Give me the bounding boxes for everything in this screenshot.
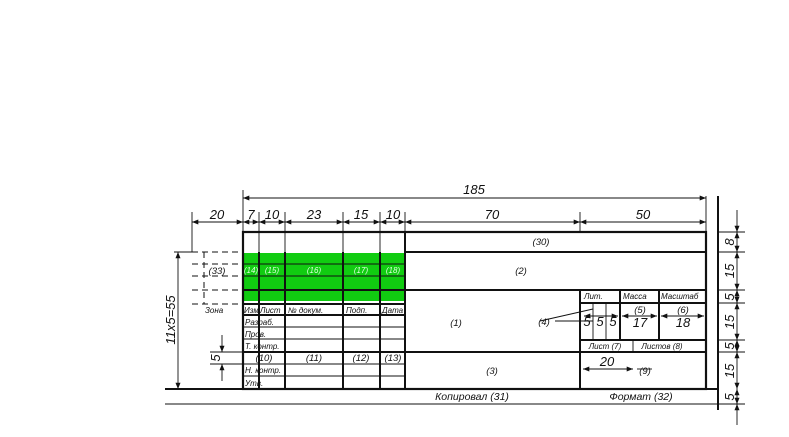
label-5: (5) xyxy=(634,305,646,316)
label-podp: Подп. xyxy=(346,306,367,315)
num-17: 17 xyxy=(633,315,648,330)
label-30: (30) xyxy=(533,237,550,248)
label-6: (6) xyxy=(677,305,689,316)
label-33: (33) xyxy=(209,266,226,277)
dim-r5a: 5 xyxy=(722,293,737,301)
label-1: (1) xyxy=(450,318,462,329)
dim-50: 50 xyxy=(636,207,651,222)
dashed-lines xyxy=(192,231,706,305)
label-massa: Масса xyxy=(623,292,647,301)
label-masshtab: Масштаб xyxy=(661,292,699,301)
dim-total: 185 xyxy=(463,182,485,197)
num-18: 18 xyxy=(676,315,691,330)
dim-7: 7 xyxy=(247,207,255,222)
dim-r15a: 15 xyxy=(722,263,737,278)
dim-70: 70 xyxy=(485,207,500,222)
right-dimensions: 8 15 5 15 5 15 5 xyxy=(722,238,737,401)
cell-labels: (30) (2) (33) (1) (4) (3) Лит. Масса Мас… xyxy=(205,237,699,403)
label-2: (2) xyxy=(515,266,527,277)
dim-left-5: 5 xyxy=(208,354,223,362)
dim-r5b: 5 xyxy=(722,342,737,350)
label-12: (12) xyxy=(353,353,370,364)
dim-left-total: 11x5=55 xyxy=(163,295,178,345)
label-lit: Лит. xyxy=(583,292,603,301)
thick-grid xyxy=(243,232,706,389)
label-9: (9) xyxy=(639,366,651,377)
label-16: (16) xyxy=(307,266,322,275)
label-kopiroval: Копировал (31) xyxy=(435,391,509,403)
sheet-border-thin xyxy=(165,196,745,405)
dim-r15b: 15 xyxy=(722,314,737,329)
label-nkontr: Н. контр. xyxy=(245,366,281,375)
dim-15: 15 xyxy=(354,207,369,222)
label-utv: Утв. xyxy=(244,379,263,388)
num-5b: 5 xyxy=(596,314,604,329)
label-ndoc: № докум. xyxy=(288,306,323,315)
dim-23: 23 xyxy=(306,207,322,222)
label-tkontr: Т. контр. xyxy=(245,342,280,351)
label-format: Формат (32) xyxy=(609,391,672,403)
label-15: (15) xyxy=(265,266,280,275)
label-18: (18) xyxy=(386,266,401,275)
num-5c: 5 xyxy=(609,314,617,329)
thin-grid xyxy=(243,263,634,377)
label-13: (13) xyxy=(385,353,402,364)
label-zona: Зона xyxy=(205,306,224,315)
top-dimensions: 185 20 7 10 23 15 10 70 50 xyxy=(209,182,651,222)
dim-r15c: 15 xyxy=(722,363,737,378)
green-cells xyxy=(243,253,405,301)
label-prov: Пров. xyxy=(245,330,266,339)
label-razrab: Разраб. xyxy=(245,318,274,327)
left-dimensions: 11x5=55 5 xyxy=(163,295,223,362)
label-10: (10) xyxy=(256,353,273,364)
label-3: (3) xyxy=(486,366,498,377)
dimension-lines xyxy=(175,195,740,425)
label-izm: Изм. xyxy=(244,306,261,315)
label-11: (11) xyxy=(306,353,322,364)
num-5a: 5 xyxy=(583,314,591,329)
dim-20: 20 xyxy=(209,207,225,222)
label-14: (14) xyxy=(244,266,259,275)
label-list: Лист xyxy=(259,306,281,315)
dim-10a: 10 xyxy=(265,207,280,222)
label-list7: Лист (7) xyxy=(588,342,622,351)
label-listov8: Листов (8) xyxy=(640,342,682,351)
label-17: (17) xyxy=(354,266,369,275)
dim-r8: 8 xyxy=(722,238,737,246)
dim-10b: 10 xyxy=(386,207,401,222)
dim-r5c: 5 xyxy=(722,393,737,401)
num-20: 20 xyxy=(599,354,615,369)
label-4: (4) xyxy=(538,317,550,328)
label-data: Дата xyxy=(381,306,404,315)
